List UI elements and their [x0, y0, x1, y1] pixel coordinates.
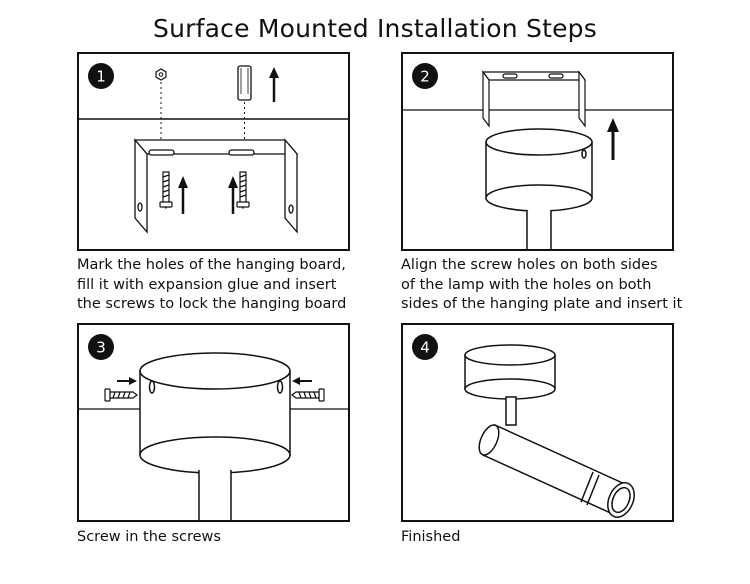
step-number-4: 4 [420, 339, 430, 357]
screw-icon [236, 171, 250, 210]
step-number-3: 3 [96, 339, 106, 357]
step-4-illustration: 4 [412, 334, 635, 518]
step-2-panel: 2 [401, 52, 674, 251]
step-2-caption: Align the screw holes on both sides of t… [401, 257, 683, 312]
step-badge-3: 3 [88, 334, 114, 360]
up-arrow-icon [178, 176, 188, 214]
page-title: Surface Mounted Installation Steps [153, 14, 597, 43]
left-arrow-icon [292, 377, 312, 385]
lamp-arm [526, 210, 552, 249]
right-arrow-icon [117, 377, 137, 385]
up-arrow-icon [228, 176, 238, 214]
step-4-panel: 4 [401, 323, 674, 522]
screw-icon [159, 171, 173, 210]
lamp-arm [505, 396, 517, 426]
step-badge-4: 4 [412, 334, 438, 360]
screw-icon [104, 388, 138, 402]
up-arrow-icon [607, 118, 619, 160]
step-1-panel: 1 [77, 52, 350, 251]
up-arrow-icon [269, 67, 279, 102]
step-4-caption: Finished [401, 529, 461, 545]
step-3-caption: Screw in the screws [77, 529, 221, 545]
step-1-illustration: 1 [79, 63, 348, 234]
step-1-caption: Mark the holes of the hanging board, fil… [77, 257, 347, 312]
lamp-canopy [139, 352, 291, 474]
step-3-illustration: 3 [79, 334, 348, 520]
step-3-panel: 3 [77, 323, 350, 522]
hanging-board [133, 138, 299, 234]
step-number-1: 1 [96, 68, 106, 86]
hanging-plate [481, 70, 587, 128]
step-badge-1: 1 [88, 63, 114, 89]
step-badge-2: 2 [412, 63, 438, 89]
lamp-head [478, 423, 635, 518]
lamp-arm [198, 470, 232, 520]
expansion-anchor-icon [237, 65, 252, 142]
nut-icon [155, 68, 167, 142]
lamp-canopy [485, 128, 593, 212]
step-number-2: 2 [420, 68, 430, 86]
lamp-canopy [464, 344, 556, 400]
step-2-illustration: 2 [403, 63, 672, 249]
screw-icon [291, 388, 325, 402]
